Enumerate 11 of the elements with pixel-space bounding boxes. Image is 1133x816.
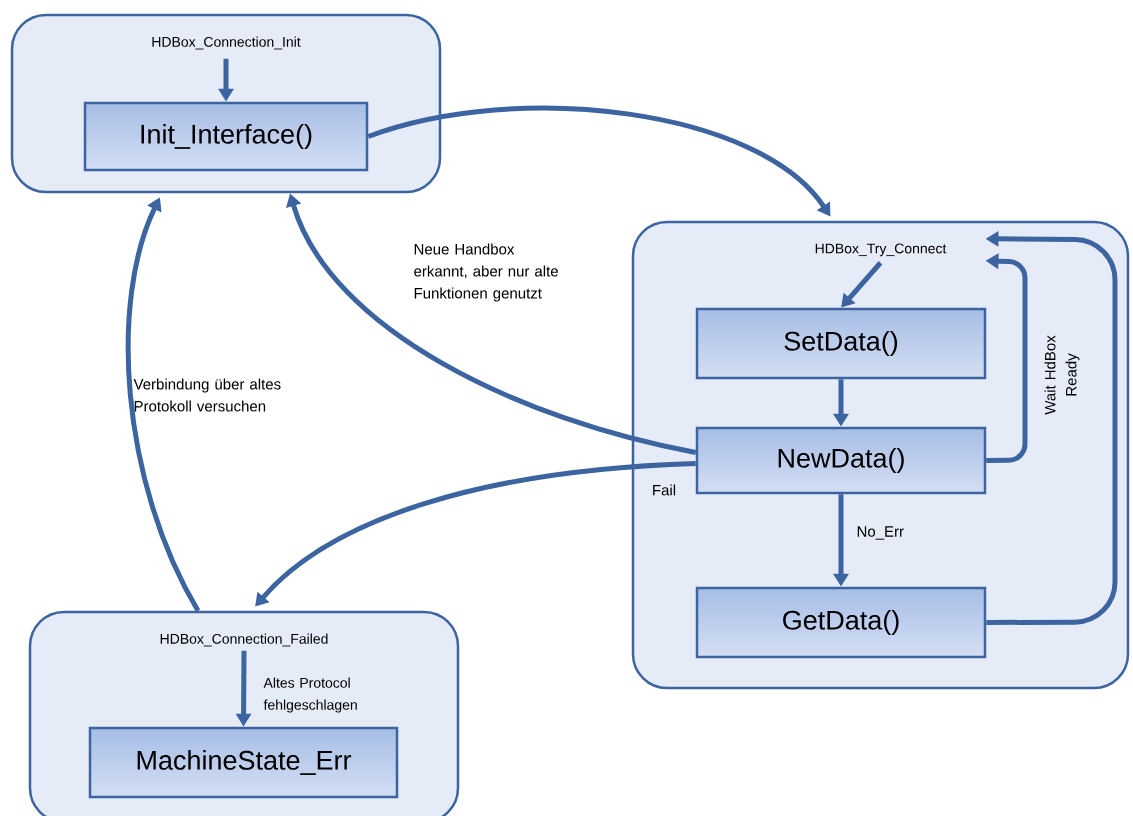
edge-label: No_Err: [857, 526, 904, 540]
function-box: Init_Interface(): [83, 101, 369, 172]
function-box: GetData(): [695, 586, 987, 659]
edge-label: Altes Protocol fehlgeschlagen: [263, 677, 357, 713]
edge-label: Wait HdBox Ready: [1044, 335, 1080, 415]
function-box: SetData(): [695, 307, 987, 380]
function-box: NewData(): [695, 426, 987, 495]
function-box: MachineState_Err: [88, 726, 399, 799]
edge-label: Neue Handbox erkannt, aber nur alte Funktionen genutzt: [414, 243, 558, 302]
edge-label: Verbindung über altes Protokoll versuchen: [133, 378, 281, 412]
edge-label: Fail: [653, 484, 676, 496]
